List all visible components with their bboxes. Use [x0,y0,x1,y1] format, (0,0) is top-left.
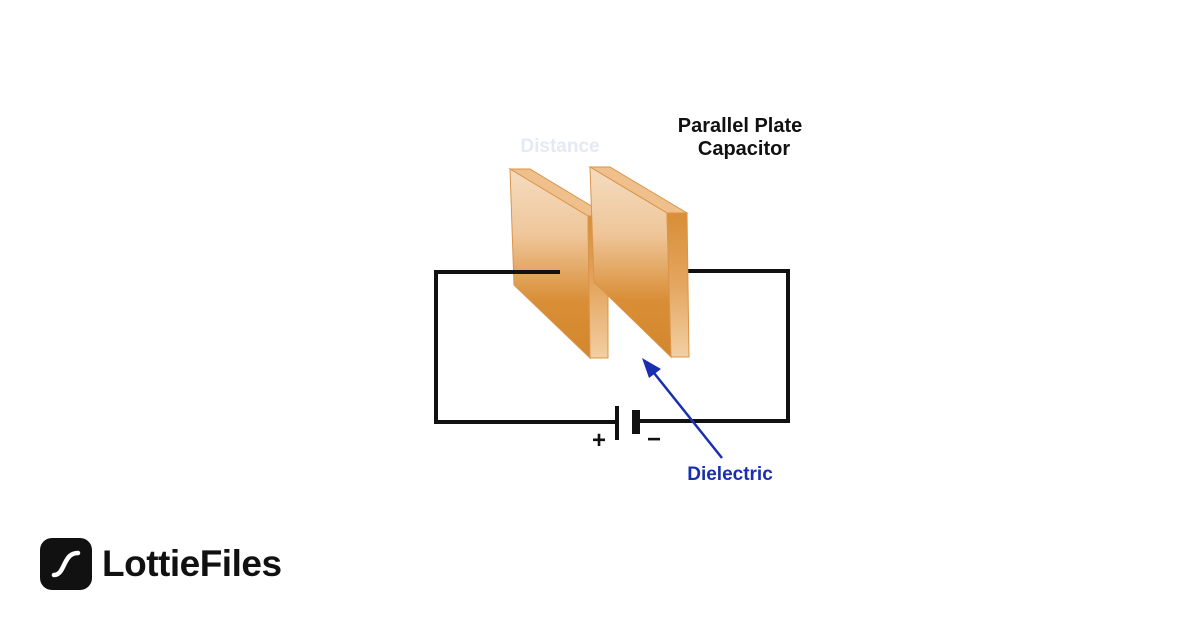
dielectric-label: Dielectric [687,464,773,485]
circuit-wire [434,269,790,424]
minus-sign: − [647,426,661,453]
dielectric-arrow [642,358,723,459]
lottiefiles-brand[interactable]: LottieFiles [40,538,282,590]
left-plate [508,168,610,360]
plus-sign: + [592,427,606,454]
title-line-1: Parallel Plate [678,115,803,137]
brand-name: LottieFiles [102,543,282,584]
lottiefiles-logo-icon [40,538,92,590]
distance-label: Distance [520,136,599,157]
right-plate [588,166,690,359]
battery [615,406,640,440]
title-line-2: Capacitor [698,138,790,160]
